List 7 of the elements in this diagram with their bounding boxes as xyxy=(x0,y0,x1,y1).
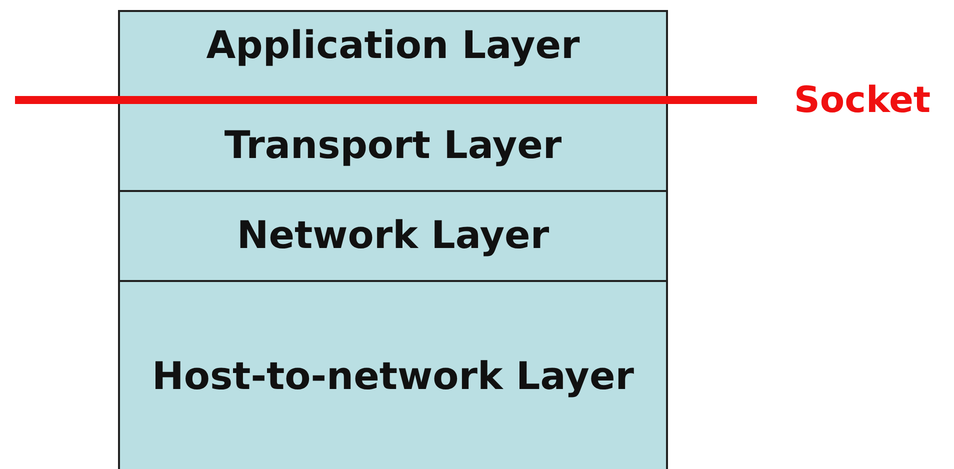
layer-label: Application Layer xyxy=(206,22,580,70)
layer-label: Transport Layer xyxy=(224,122,562,170)
layer-box xyxy=(118,190,668,282)
layer-label: Network Layer xyxy=(236,212,550,260)
socket-label: Socket xyxy=(794,80,931,121)
layer-box xyxy=(118,280,668,469)
layer-label: Host-to-network Layer xyxy=(152,352,634,400)
